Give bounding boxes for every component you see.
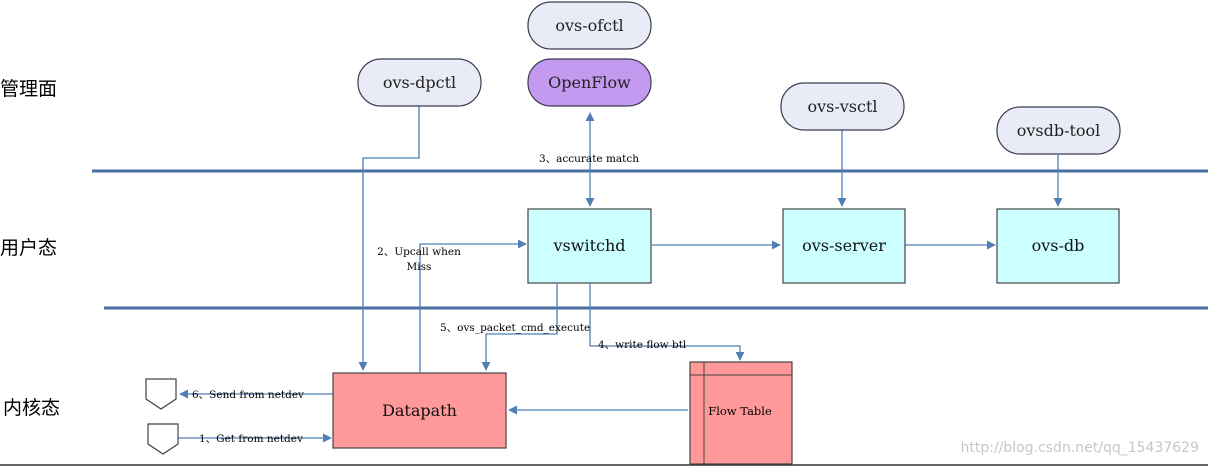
box-vswitchd: [527, 208, 652, 284]
layer-label-management: 管理面: [0, 78, 57, 100]
pill-ovs-dpctl: [357, 58, 482, 107]
connector-upcall: [419, 239, 527, 372]
pill-openflow: [527, 58, 652, 107]
box-ovs-db: [996, 208, 1120, 284]
pill-ovs-ofctl: [527, 1, 652, 50]
pill-label-ovs-ofctl: ovs-ofctl: [555, 16, 623, 35]
box-datapath: [332, 372, 507, 449]
step-3-label: 3、accurate match: [539, 153, 639, 165]
pill-label-ovs-vsctl: ovs-vsctl: [807, 97, 877, 116]
step-1-label: 1、Get from netdev: [199, 433, 303, 445]
box-label-datapath: Datapath: [382, 401, 457, 420]
box-label-ovs-server: ovs-server: [802, 236, 886, 255]
box-label-ovs-db: ovs-db: [1032, 236, 1085, 255]
step-6-label: 6、Send from netdev: [192, 389, 304, 401]
netdev-get-port-icon: [147, 423, 179, 455]
flow-table-label: Flow Table: [708, 404, 772, 418]
layer-label-kernel: 内核态: [3, 397, 60, 419]
step-5-label: 5、ovs_packet_cmd_execute: [440, 322, 590, 334]
connector-dpctl-datapath: [358, 106, 420, 371]
pill-label-openflow: OpenFlow: [548, 73, 631, 92]
pill-label-ovs-dpctl: ovs-dpctl: [383, 73, 456, 92]
pill-ovs-vsctl: [780, 82, 905, 131]
flow-table: [689, 361, 793, 465]
pill-ovsdb-tool: [996, 106, 1121, 155]
connector-packet-execute: [481, 284, 558, 371]
watermark: http://blog.csdn.net/qq_15437629: [961, 440, 1200, 456]
step-4-label: 4、write flow btl: [598, 339, 687, 351]
layer-label-user: 用户态: [0, 237, 57, 259]
netdev-send-port-icon: [145, 378, 177, 410]
step-2-label-line1: 2、Upcall when: [377, 246, 461, 258]
box-label-vswitchd: vswitchd: [553, 236, 626, 255]
connector-write-flow: [589, 284, 745, 361]
step-2-label-line2: Miss: [407, 261, 432, 273]
box-ovs-server: [782, 208, 906, 284]
pill-label-ovsdb-tool: ovsdb-tool: [1017, 121, 1101, 140]
